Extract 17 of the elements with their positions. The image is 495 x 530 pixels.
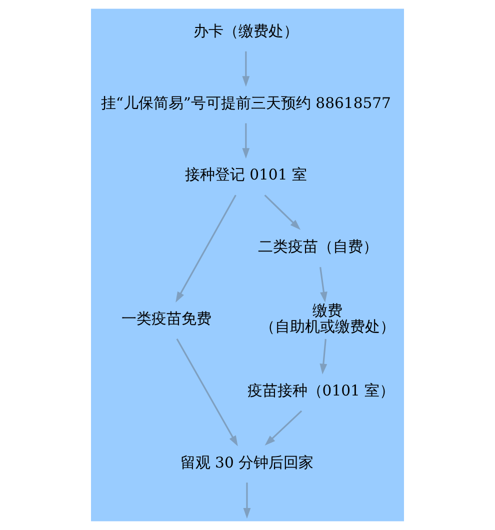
arrow [320, 266, 328, 302]
arrow [264, 194, 301, 230]
arrow [176, 194, 236, 302]
node-text: 留观 30 分钟后回家 [180, 454, 314, 472]
node-text: 缴费 （自助机或缴费处） [260, 302, 395, 336]
node-text: 挂“儿保简易”号可提前三天预约 88618577 [100, 94, 391, 112]
arrow [176, 338, 238, 446]
node-text: 办卡（缴费处） [193, 22, 298, 40]
node-text: 一类疫苗免费 [122, 310, 212, 328]
node-text: 二类疫苗（自费） [258, 238, 378, 256]
node-text: 疫苗接种（0101 室） [247, 382, 395, 400]
arrow [243, 482, 251, 519]
arrow [242, 123, 250, 159]
node-text: 接种登记 0101 室 [184, 166, 307, 184]
arrow [264, 410, 302, 446]
arrow [242, 51, 250, 87]
arrow [320, 338, 328, 374]
